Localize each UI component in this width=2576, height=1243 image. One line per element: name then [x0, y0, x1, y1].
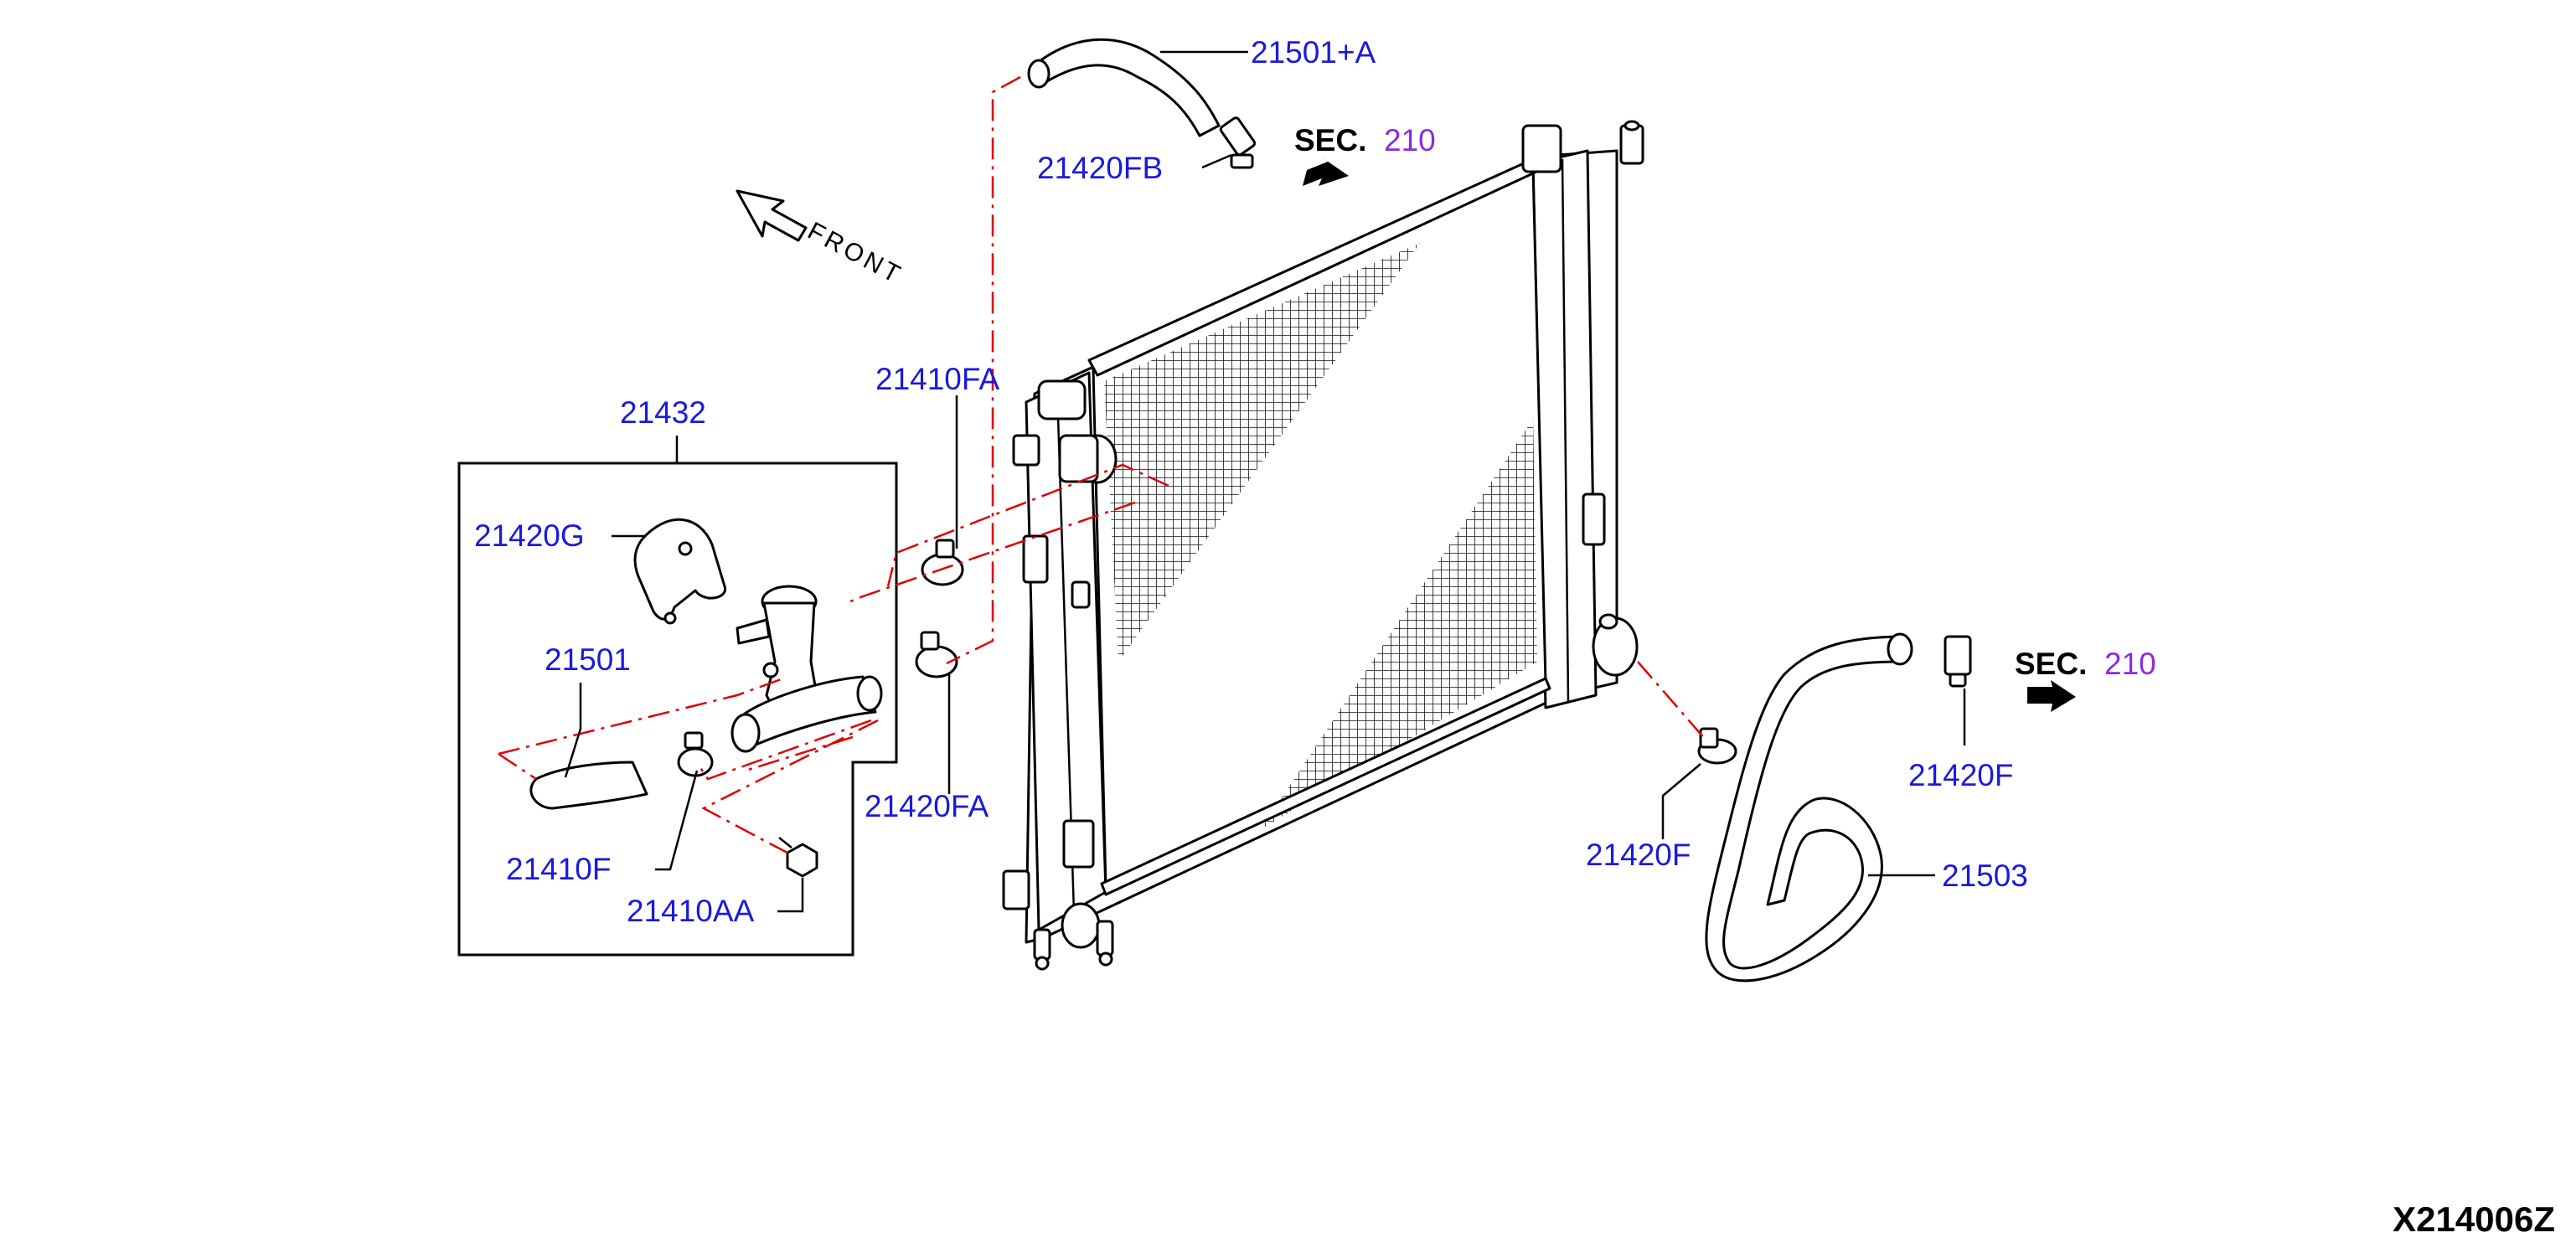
leader-lines — [564, 50, 1966, 913]
label-21503: 21503 — [1942, 859, 2028, 893]
front-arrow-icon — [736, 189, 808, 242]
lower-hose-icon — [1705, 632, 1913, 983]
label-21432: 21432 — [620, 395, 706, 430]
label-21420FB: 21420FB — [1037, 151, 1163, 185]
direction-arrow-icon — [1303, 157, 1349, 186]
sec-ref-number: 210 — [1384, 123, 1436, 157]
direction-arrow-icon — [2027, 680, 2076, 712]
sec-ref-number: 210 — [2104, 647, 2156, 681]
sec-ref-prefix: SEC. — [2015, 647, 2087, 681]
small-hose-icon — [529, 761, 648, 810]
front-label: FRONT — [803, 217, 907, 290]
water-outlet-icon — [730, 585, 883, 753]
hose-clamp-icon — [1944, 635, 1972, 688]
hose-clamp-icon — [921, 539, 964, 586]
kit-boundary-box — [457, 462, 898, 957]
label-21410FA: 21410FA — [875, 362, 999, 396]
radiator-icon — [1002, 120, 1644, 971]
label-21420G: 21420G — [474, 518, 585, 553]
upper-hose-icon — [1027, 38, 1221, 137]
label-21410AA: 21410AA — [627, 894, 755, 928]
bolt-icon — [778, 837, 818, 878]
label-21420FA: 21420FA — [865, 789, 989, 823]
hose-clamp-icon — [1697, 727, 1737, 765]
bracket-icon — [633, 518, 726, 625]
sec-ref-prefix: SEC. — [1294, 123, 1366, 157]
label-21501A: 21501+A — [1251, 35, 1376, 70]
hose-clamp-icon — [1219, 116, 1257, 169]
hose-clamp-icon — [915, 631, 958, 678]
label-21501: 21501 — [545, 642, 631, 677]
label-21410F: 21410F — [506, 852, 612, 886]
hose-clamp-icon — [677, 731, 714, 777]
label-21420F-mid: 21420F — [1586, 838, 1691, 872]
diagram-code: X214006Z — [2393, 1199, 2555, 1239]
label-21420F-right: 21420F — [1908, 758, 2014, 792]
